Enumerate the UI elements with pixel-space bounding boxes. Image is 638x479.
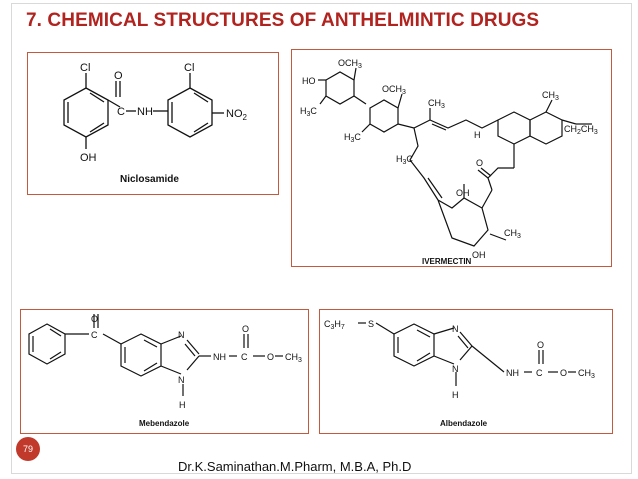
albendazole-h-label: H [452, 390, 459, 400]
ivermectin-ch3-label: CH3 [428, 98, 445, 110]
mebendazole-structure: O C N N H NH O C O CH3 [28, 314, 302, 410]
mebendazole-o-label: O [267, 352, 274, 362]
ivermectin-och3-label: OCH3 [338, 58, 362, 70]
mebendazole-nh-label: NH [213, 352, 226, 362]
mebendazole-n-label: N [178, 330, 185, 340]
mebendazole-caption: Mebendazole [139, 419, 190, 428]
footer-author: Dr.K.Saminathan.M.Pharm, M.B.A, Ph.D [178, 459, 412, 474]
niclosamide-cl-label: Cl [80, 62, 90, 74]
albendazole-n-label: N [452, 324, 459, 334]
niclosamide-no2-label: NO2 [226, 108, 248, 122]
ivermectin-caption: IVERMECTIN [422, 257, 472, 266]
ivermectin-h3c-label: H3C [300, 106, 317, 118]
niclosamide-cl-label: Cl [184, 62, 194, 74]
albendazole-o-label: O [537, 340, 544, 350]
mebendazole-h-label: H [179, 400, 186, 410]
mebendazole-ch3-label: CH3 [285, 352, 302, 364]
ivermectin-o-label: O [476, 158, 483, 168]
albendazole-panel: C3H7 S N N H NH O C O CH3 Albendazole [319, 309, 613, 434]
ivermectin-ho-label: HO [302, 76, 316, 86]
ivermectin-panel: OCH3 OCH3 HO H3C H3C H3C CH3 CH3 CH3 CH2… [291, 49, 612, 267]
niclosamide-caption: Niclosamide [120, 174, 179, 185]
albendazole-s-label: S [368, 319, 374, 329]
ivermectin-oh-label: OH [456, 188, 470, 198]
albendazole-o-label: O [560, 368, 567, 378]
ivermectin-ch3-label: CH3 [542, 90, 559, 102]
mebendazole-n-label: N [178, 375, 185, 385]
mebendazole-o-label: O [91, 314, 98, 324]
mebendazole-panel: O C N N H NH O C O CH3 Mebendazole [20, 309, 309, 434]
mebendazole-o-label: O [242, 324, 249, 334]
albendazole-propyl-label: C3H7 [324, 319, 345, 331]
ivermectin-h3c-label: H3C [396, 154, 413, 166]
niclosamide-structure: Cl Cl O C NH OH NO2 [63, 62, 248, 164]
niclosamide-c-label: C [117, 106, 125, 118]
page-number-badge: 79 [16, 437, 40, 461]
ivermectin-ethyl-label: CH2CH3 [564, 124, 598, 136]
ivermectin-oh-label: OH [472, 250, 486, 260]
ivermectin-h-label: H [474, 130, 481, 140]
albendazole-ch3-label: CH3 [578, 368, 595, 380]
niclosamide-oh-label: OH [80, 152, 97, 164]
ivermectin-structure: OCH3 OCH3 HO H3C H3C H3C CH3 CH3 CH3 CH2… [300, 58, 598, 260]
albendazole-structure: C3H7 S N N H NH O C O CH3 [324, 319, 595, 400]
mebendazole-c-label: C [91, 330, 98, 340]
ivermectin-och3-label: OCH3 [382, 84, 406, 96]
slide-title: 7. CHEMICAL STRUCTURES OF ANTHELMINTIC D… [26, 10, 540, 31]
niclosamide-panel: Cl Cl O C NH OH NO2 Niclosamide [27, 52, 279, 195]
slide-frame [11, 3, 632, 474]
albendazole-c-label: C [536, 368, 543, 378]
ivermectin-h3c-label: H3C [344, 132, 361, 144]
ivermectin-ch3-label: CH3 [504, 228, 521, 240]
albendazole-n-label: N [452, 364, 459, 374]
albendazole-caption: Albendazole [440, 419, 488, 428]
niclosamide-o-label: O [114, 70, 123, 82]
niclosamide-nh-label: NH [137, 106, 153, 118]
albendazole-nh-label: NH [506, 368, 519, 378]
mebendazole-c-label: C [241, 352, 248, 362]
